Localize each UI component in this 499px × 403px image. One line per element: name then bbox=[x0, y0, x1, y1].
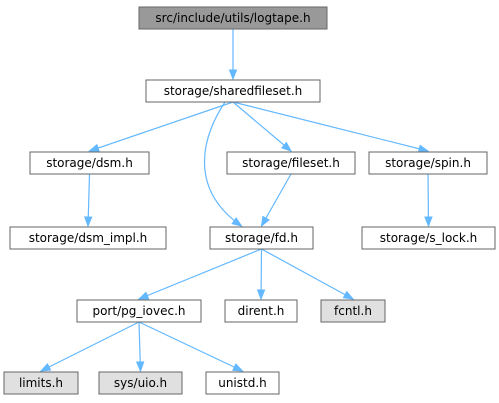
arrowhead bbox=[39, 362, 52, 372]
node-unistd[interactable]: unistd.h bbox=[205, 371, 280, 395]
node-limits[interactable]: limits.h bbox=[3, 371, 79, 395]
node-label: storage/fd.h bbox=[225, 231, 298, 245]
edge-line bbox=[89, 101, 234, 152]
edge-fd-to-dirent bbox=[256, 248, 266, 301]
node-box bbox=[76, 299, 202, 323]
node-label: storage/fileset.h bbox=[242, 156, 340, 170]
arrowhead bbox=[232, 363, 244, 372]
arrowhead bbox=[417, 144, 430, 153]
node-pg-iovec[interactable]: port/pg_iovec.h bbox=[76, 299, 202, 323]
edge-sharedfileset-to-dsm bbox=[88, 101, 234, 152]
node-label: limits.h bbox=[19, 376, 63, 390]
edge-sharedfileset-to-spin bbox=[232, 101, 430, 153]
edge-line bbox=[260, 173, 292, 227]
arrowhead bbox=[256, 289, 266, 301]
node-box bbox=[320, 299, 386, 323]
node-box bbox=[368, 151, 488, 175]
node-box bbox=[98, 371, 183, 395]
edge-sharedfileset-to-fd bbox=[203, 101, 243, 227]
node-spin[interactable]: storage/spin.h bbox=[368, 151, 488, 175]
node-dsm[interactable]: storage/dsm.h bbox=[29, 151, 150, 175]
edge-line bbox=[40, 321, 140, 372]
node-label: src/include/utils/logtape.h bbox=[155, 11, 310, 25]
node-label: storage/sharedfileset.h bbox=[164, 84, 303, 98]
edge-spin-to-s-lock bbox=[424, 173, 433, 228]
edge-pg-iovec-to-sys-uio bbox=[135, 321, 145, 373]
edge-fileset-to-fd bbox=[260, 173, 292, 228]
arrowhead bbox=[137, 291, 150, 300]
edge-logtape-to-sharedfileset bbox=[228, 29, 238, 81]
node-dsm-impl[interactable]: storage/dsm_impl.h bbox=[9, 226, 167, 250]
arrowhead bbox=[424, 216, 433, 228]
edge-dsm-to-dsm-impl bbox=[84, 173, 93, 228]
arrowhead bbox=[260, 215, 270, 228]
edge-pg-iovec-to-unistd bbox=[138, 321, 244, 372]
node-dirent[interactable]: dirent.h bbox=[224, 299, 298, 323]
arrowhead bbox=[135, 361, 145, 373]
edge-line bbox=[203, 101, 242, 227]
node-label: storage/dsm.h bbox=[46, 156, 133, 170]
node-label: storage/spin.h bbox=[385, 156, 471, 170]
node-label: dirent.h bbox=[238, 304, 285, 318]
edge-line bbox=[232, 101, 292, 152]
node-box bbox=[3, 371, 79, 395]
node-box bbox=[224, 299, 298, 323]
node-label: unistd.h bbox=[218, 376, 267, 390]
node-sys-uio[interactable]: sys/uio.h bbox=[98, 371, 183, 395]
node-box bbox=[209, 226, 314, 250]
node-box bbox=[145, 79, 321, 103]
arrowhead bbox=[228, 69, 238, 81]
edges-layer bbox=[39, 29, 433, 373]
node-box bbox=[9, 226, 167, 250]
arrowhead bbox=[342, 290, 355, 300]
node-fd[interactable]: storage/fd.h bbox=[209, 226, 314, 250]
edge-line bbox=[261, 248, 354, 300]
node-fcntl[interactable]: fcntl.h bbox=[320, 299, 386, 323]
arrowhead bbox=[84, 216, 93, 228]
node-label: fcntl.h bbox=[334, 304, 372, 318]
node-label: storage/dsm_impl.h bbox=[29, 231, 148, 245]
node-box bbox=[138, 6, 328, 30]
edge-fd-to-fcntl bbox=[261, 248, 355, 300]
edge-line bbox=[138, 321, 243, 372]
edge-pg-iovec-to-limits bbox=[39, 321, 140, 372]
node-sharedfileset[interactable]: storage/sharedfileset.h bbox=[145, 79, 321, 103]
node-s-lock[interactable]: storage/s_lock.h bbox=[361, 226, 496, 250]
arrowhead bbox=[281, 141, 293, 152]
arrowhead bbox=[231, 217, 243, 227]
node-logtape: src/include/utils/logtape.h bbox=[138, 6, 328, 30]
edge-fd-to-pg-iovec bbox=[137, 248, 262, 300]
node-label: port/pg_iovec.h bbox=[92, 304, 185, 318]
node-label: storage/s_lock.h bbox=[380, 231, 478, 245]
node-fileset[interactable]: storage/fileset.h bbox=[226, 151, 356, 175]
node-box bbox=[29, 151, 150, 175]
arrowhead bbox=[88, 143, 100, 152]
edge-sharedfileset-to-fileset bbox=[232, 101, 293, 152]
node-label: sys/uio.h bbox=[114, 376, 167, 390]
nodes-layer: src/include/utils/logtape.h storage/share… bbox=[3, 6, 496, 395]
node-box bbox=[361, 226, 496, 250]
edge-line bbox=[232, 101, 429, 152]
node-box bbox=[205, 371, 280, 395]
node-box bbox=[226, 151, 356, 175]
edge-line bbox=[138, 248, 262, 300]
